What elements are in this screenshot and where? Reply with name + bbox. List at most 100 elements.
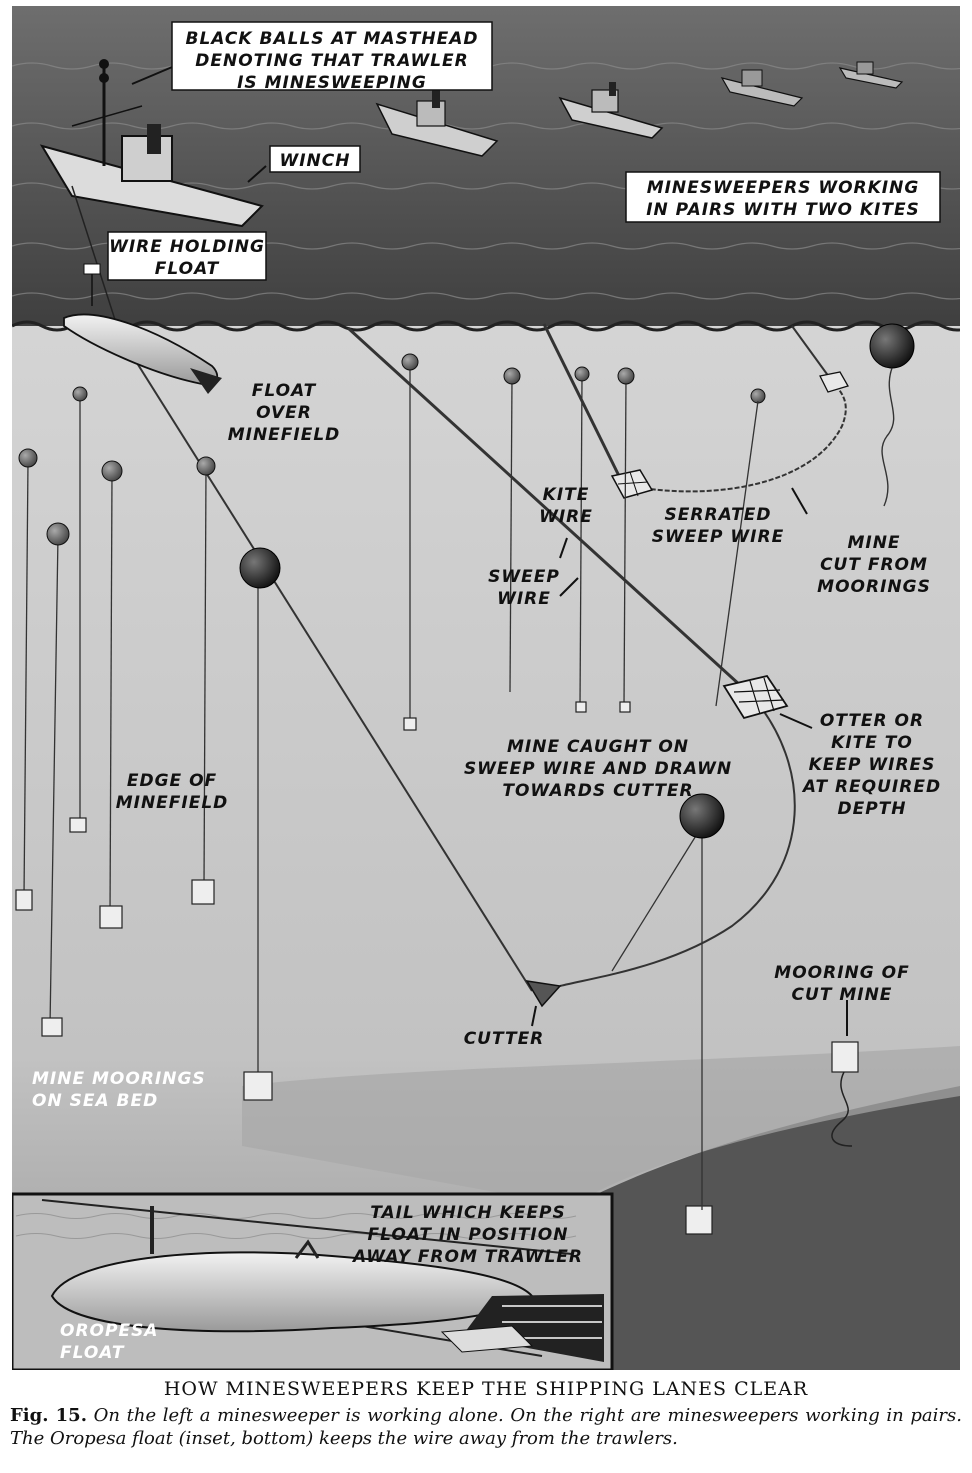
label-line: WIRE [497, 589, 551, 609]
label-line: ON SEA BED [32, 1091, 158, 1111]
moored-mines [23, 366, 627, 1076]
surface-edge [12, 320, 960, 332]
label-line: FLOAT [252, 381, 317, 401]
otter-kite-large [722, 674, 789, 720]
mine-large-left [239, 547, 281, 589]
otter-kite-far [819, 371, 849, 393]
label-line: MINE CAUGHT ON [507, 737, 689, 757]
label-line: SWEEP [488, 567, 560, 587]
mine-cut-from-moorings [869, 323, 915, 369]
label-line: WIRE HOLDING [109, 237, 265, 257]
label-line: TAIL WHICH KEEPS [370, 1203, 566, 1223]
label-line: CUT MINE [792, 985, 893, 1005]
sea-bed [572, 1086, 960, 1370]
mine-caught [679, 793, 725, 839]
oropesa-fin [440, 1325, 534, 1353]
label-line: OROPESA [60, 1321, 158, 1341]
masthead-ball-1 [99, 59, 109, 69]
mine-spheres [18, 353, 766, 546]
sea-bed-shade [242, 1046, 960, 1206]
label-line: FLOAT IN POSITION [368, 1225, 569, 1245]
label-line: MINEFIELD [228, 425, 341, 445]
label-line: KITE TO [831, 733, 913, 753]
trawler-2 [375, 90, 499, 157]
label-line: TOWARDS CUTTER [502, 781, 693, 801]
label-line: IN PAIRS WITH TWO KITES [646, 200, 920, 220]
inset-wave-texture [15, 1213, 577, 1239]
label-line: SERRATED [665, 505, 772, 525]
label-line: SWEEP WIRE [652, 527, 784, 547]
otter-kite-small [610, 469, 654, 499]
lead-trawler [39, 59, 264, 228]
label-cutter: CUTTER [464, 1029, 545, 1049]
label-line: AWAY FROM TRAWLER [351, 1247, 583, 1267]
label-line: MOORINGS [817, 577, 931, 597]
label-line: MINESWEEPERS WORKING [647, 178, 920, 198]
kite-wire [346, 326, 754, 698]
cutter [525, 980, 562, 1008]
label-line: FLOAT [155, 259, 220, 279]
label-line: CUT FROM [820, 555, 928, 575]
mine-sinkers [15, 701, 859, 1235]
label-line: DENOTING THAT TRAWLER [195, 51, 469, 71]
figure-number: Fig. 15. [10, 1405, 87, 1426]
cut-mooring-cable [881, 367, 895, 507]
kite-wire-3 [791, 325, 833, 382]
label-line: OVER [256, 403, 312, 423]
masthead-ball-2 [99, 73, 109, 83]
label-line: SWEEP WIRE AND DRAWN [464, 759, 732, 779]
label-line: BLACK BALLS AT MASTHEAD [186, 29, 479, 49]
caught-mine-drawn [611, 825, 703, 972]
serrated-sweep-wire [629, 380, 847, 493]
sweep-wire-curve [559, 695, 796, 987]
label-line: KITE [543, 485, 590, 505]
caption-body: On the left a minesweeper is working alo… [10, 1405, 962, 1449]
sweep-wire-single [119, 335, 533, 992]
caption: HOW MINESWEEPERS KEEP THE SHIPPING LANES… [10, 1378, 962, 1450]
label-line: WIRE [539, 507, 593, 527]
label-line: DEPTH [837, 799, 906, 819]
trawler-3 [558, 82, 664, 139]
label-line: WINCH [279, 151, 350, 171]
pair-mine-wire [715, 400, 759, 707]
trawler-5 [838, 61, 904, 89]
label-line: MOORING OF [774, 963, 909, 983]
cut-mine-mooring-cable [831, 1071, 853, 1147]
label-line: CUTTER [464, 1029, 545, 1049]
label-line: OTTER OR [820, 711, 924, 731]
float-wire [71, 185, 118, 327]
label-line: MINEFIELD [116, 793, 229, 813]
caption-title: HOW MINESWEEPERS KEEP THE SHIPPING LANES… [163, 1378, 809, 1400]
label-line: AT REQUIRED [801, 777, 941, 797]
kite-wire-2 [542, 323, 624, 483]
label-line: FLOAT [60, 1343, 125, 1363]
trawler-4 [720, 69, 804, 107]
svg-text:WINCH: WINCH [279, 151, 350, 171]
label-line: KEEP WIRES [809, 755, 936, 775]
label-line: EDGE OF [127, 771, 217, 791]
label-line: IS MINESWEEPING [237, 73, 427, 93]
oropesa-tail [462, 1294, 604, 1362]
caption-text: Fig. 15. On the left a minesweeper is wo… [10, 1404, 962, 1450]
label-winch: WINCH [269, 145, 361, 173]
label-line: MINE [847, 533, 900, 553]
